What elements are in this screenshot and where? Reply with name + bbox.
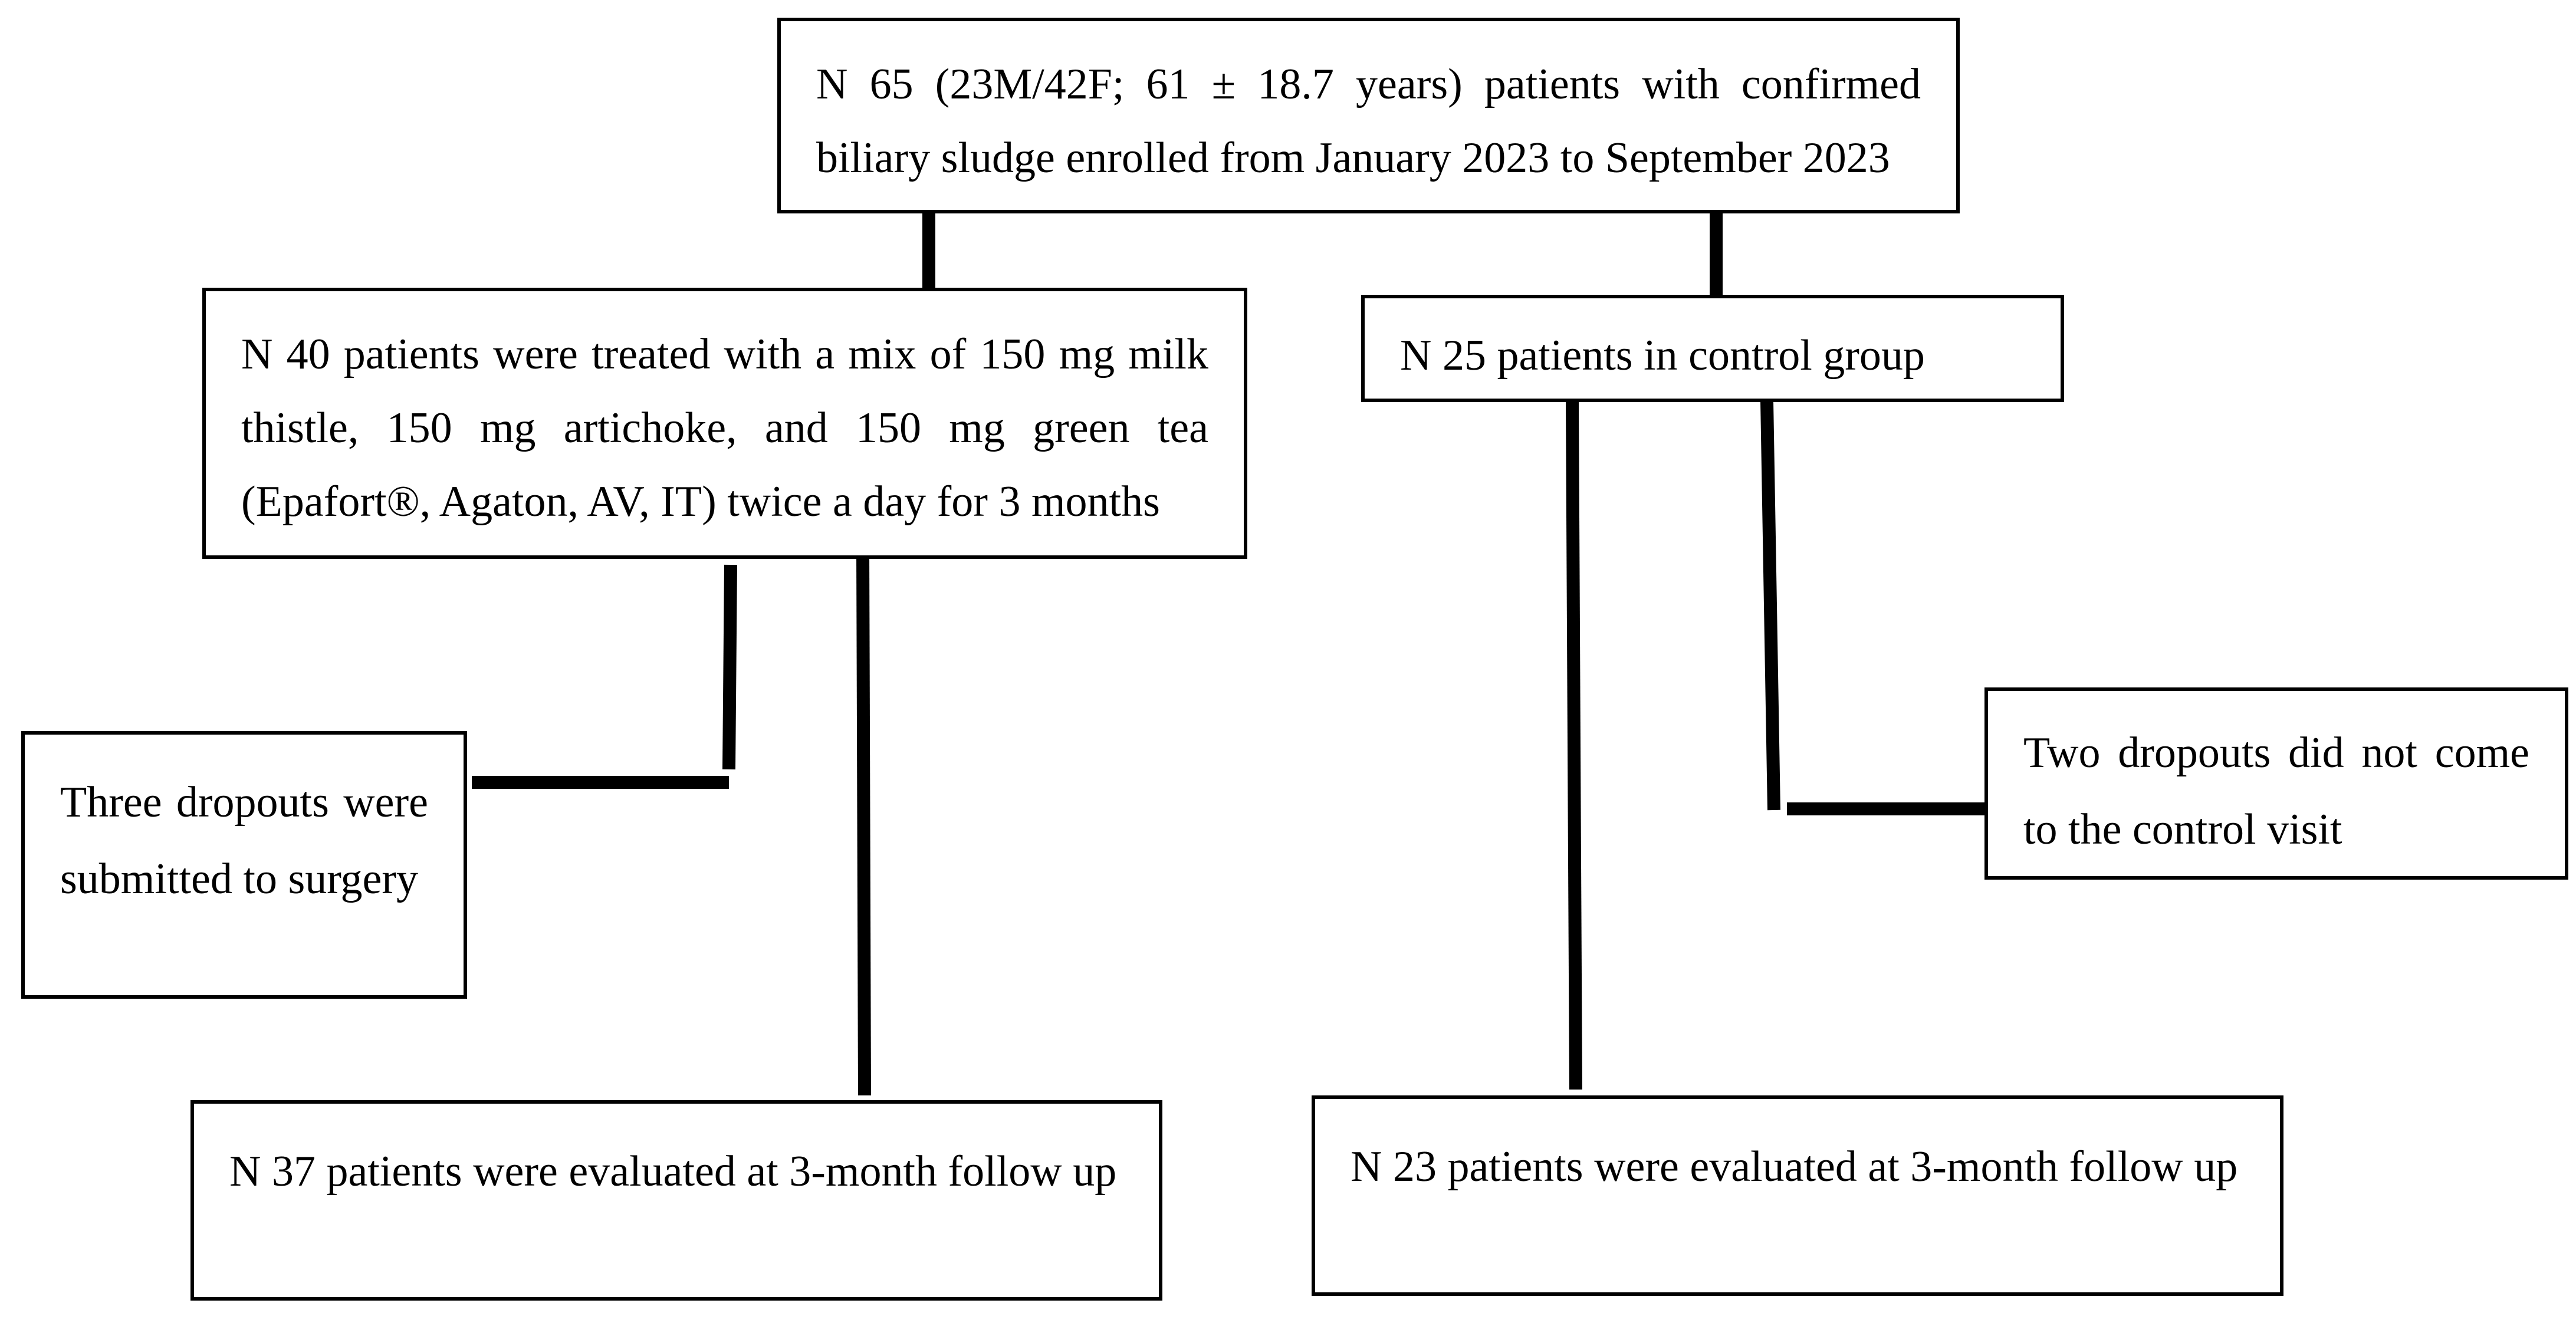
control-followup-box: N 23 patients were evaluated at 3-month … — [1312, 1095, 2283, 1296]
treatment-followup-text: N 37 patients were evaluated at 3-month … — [229, 1147, 1117, 1196]
treatment-group-text: N 40 patients were treated with a mix of… — [241, 330, 1208, 526]
connector-treatment-to-followup — [856, 545, 871, 1096]
treatment-dropouts-box: Three dropouts were submitted to surgery — [21, 731, 467, 999]
treatment-group-box: N 40 patients were treated with a mix of… — [202, 288, 1247, 559]
treatment-dropouts-text: Three dropouts were submitted to surgery — [60, 778, 428, 903]
enrolled-patients-box: N 65 (23M/42F; 61 ± 18.7 years) patients… — [777, 18, 1960, 213]
control-dropouts-text: Two dropouts did not come to the control… — [2023, 729, 2529, 854]
control-group-text: N 25 patients in control group — [1400, 331, 1925, 380]
control-dropouts-box: Two dropouts did not come to the control… — [1984, 687, 2568, 880]
treatment-followup-box: N 37 patients were evaluated at 3-month … — [190, 1100, 1162, 1301]
connector-control-to-dropouts-vertical — [1760, 400, 1780, 811]
control-group-box: N 25 patients in control group — [1361, 295, 2064, 402]
control-followup-text: N 23 patients were evaluated at 3-month … — [1351, 1143, 2238, 1191]
enrolled-patients-text: N 65 (23M/42F; 61 ± 18.7 years) patients… — [816, 60, 1921, 182]
connector-treatment-to-dropouts-vertical — [722, 564, 737, 770]
connector-control-to-followup — [1566, 400, 1582, 1090]
